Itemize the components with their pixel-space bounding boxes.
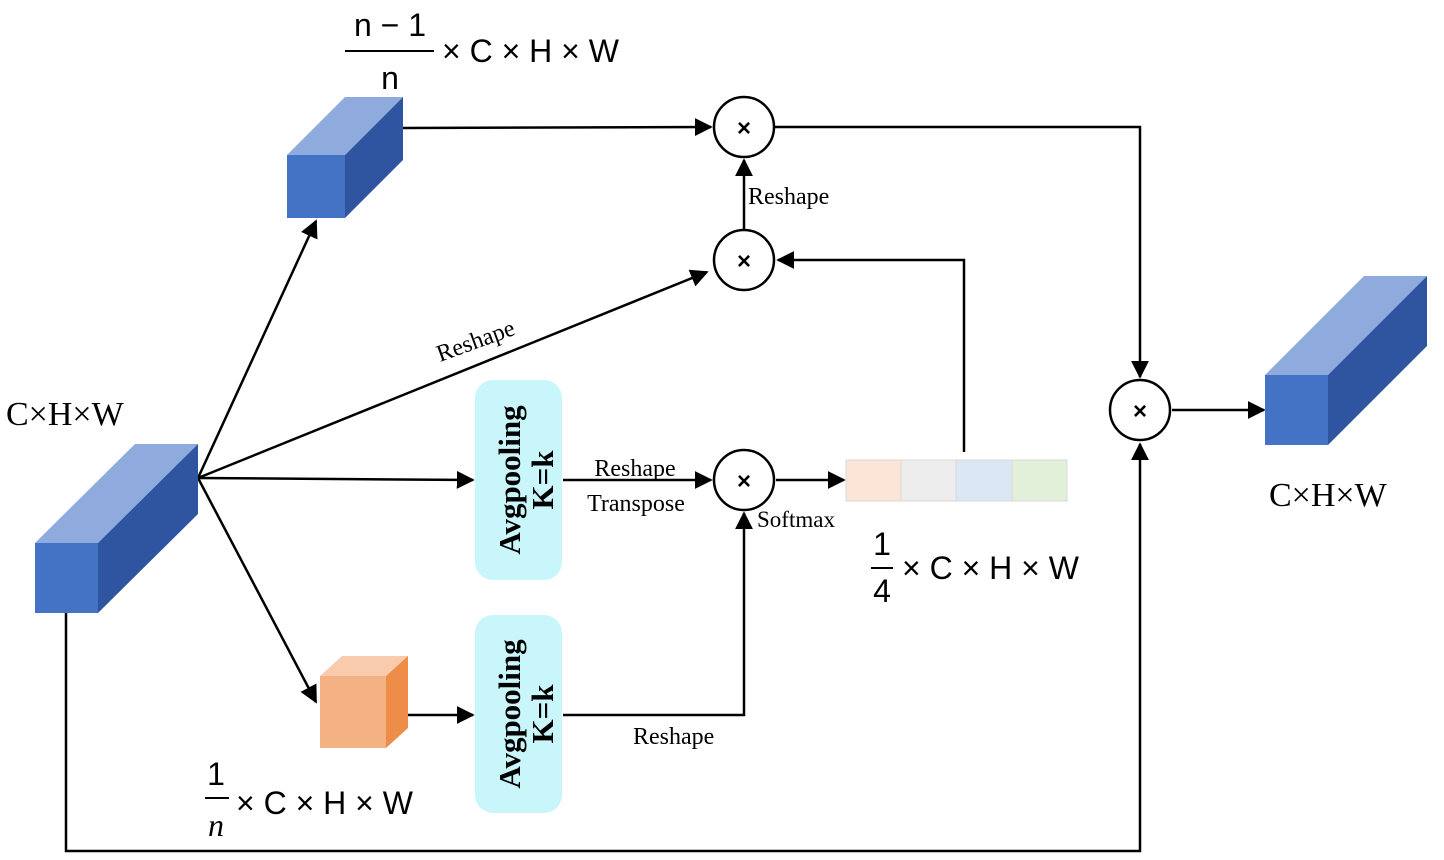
input-cube [35, 444, 198, 613]
arrow-reshape-to-mul2 [197, 269, 709, 480]
small-branch-cube [320, 656, 408, 748]
multiply-icon: × [737, 115, 751, 142]
top-branch-shape-label: n − 1 n × C × H × W [345, 7, 620, 96]
arrow-avgpool2-to-mul3 [563, 511, 753, 717]
shape-rest: × C × H × W [902, 550, 1080, 586]
multiply-op-output: × [1108, 378, 1172, 442]
arrow-strip-to-mul2 [776, 251, 966, 452]
strip-segment [955, 459, 1013, 502]
fraction-numerator: n − 1 [354, 7, 426, 43]
arrow-to-small-cube [196, 477, 318, 704]
avgpooling-label: Avgpooling [492, 639, 527, 789]
reshape-label-upper: Reshape [748, 184, 829, 210]
reshape-label-lower: Reshape [633, 724, 714, 750]
arrow-top-cube-to-mul1 [402, 118, 713, 137]
fraction-denominator: 4 [873, 573, 891, 609]
multiply-icon: × [737, 248, 751, 275]
quarter-strip [845, 459, 1068, 502]
kernel-label: K=k [525, 450, 560, 510]
fraction-denominator: n [208, 807, 224, 843]
multiply-op-1: × [712, 95, 776, 159]
arrow-residual-to-mul-out [64, 442, 1149, 853]
arrow-to-top-cube [196, 219, 318, 479]
multiply-op-3: × [712, 448, 776, 512]
arrow-mul1-to-mul-out [775, 125, 1149, 379]
input-shape-label: C×H×W [6, 396, 125, 433]
fraction-numerator: 1 [873, 526, 891, 562]
softmax-label: Softmax [757, 507, 835, 532]
arrow-to-avgpool-1 [197, 470, 475, 489]
transpose-label: Transpose [587, 491, 685, 517]
avgpooling-block-2: Avgpooling K=k [475, 615, 562, 813]
kernel-label: K=k [525, 684, 560, 744]
multiply-icon: × [1133, 398, 1147, 425]
multiply-op-2: × [712, 228, 776, 292]
output-shape-label: C×H×W [1269, 477, 1388, 514]
strip-segment [1011, 459, 1068, 502]
strip-segment [845, 459, 902, 502]
shape-rest: × C × H × W [236, 785, 414, 821]
multiply-icon: × [737, 468, 751, 495]
reshape-label-middle: Reshape [594, 456, 675, 482]
top-branch-cube [287, 97, 403, 218]
quarter-shape-label: 1 4 × C × H × W [871, 526, 1080, 609]
fraction-numerator: 1 [207, 756, 225, 792]
output-cube [1265, 276, 1427, 445]
avgpooling-block-1: Avgpooling K=k [475, 380, 562, 580]
strip-segment [900, 459, 957, 502]
avgpooling-label: Avgpooling [492, 405, 527, 555]
connections [64, 118, 1266, 853]
bottom-branch-shape-label: 1 n × C × H × W [205, 756, 414, 843]
reshape-label-diagonal: Reshape [433, 315, 518, 367]
fraction-denominator: n [381, 60, 399, 96]
shape-rest: × C × H × W [442, 33, 620, 69]
